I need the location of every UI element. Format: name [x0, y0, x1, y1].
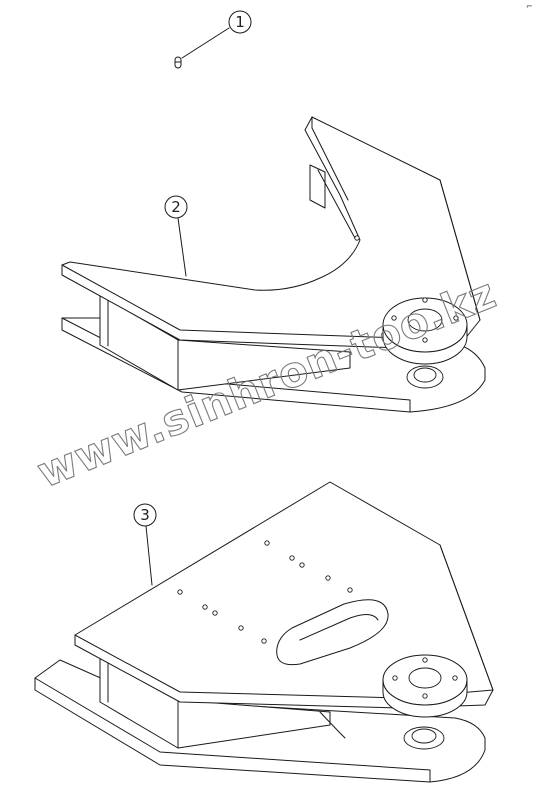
callout-2: 2 — [164, 195, 188, 219]
callout-1: 1 — [228, 10, 252, 34]
part-1-pin — [174, 27, 230, 69]
corner-mark: ⌐ — [526, 2, 533, 11]
callout-2-label: 2 — [171, 198, 181, 216]
part-3-bracket — [34, 481, 494, 783]
callout-3: 3 — [133, 503, 157, 527]
part-2-fork-arm — [61, 116, 486, 413]
callout-1-label: 1 — [235, 13, 245, 31]
callout-3-label: 3 — [140, 506, 150, 524]
